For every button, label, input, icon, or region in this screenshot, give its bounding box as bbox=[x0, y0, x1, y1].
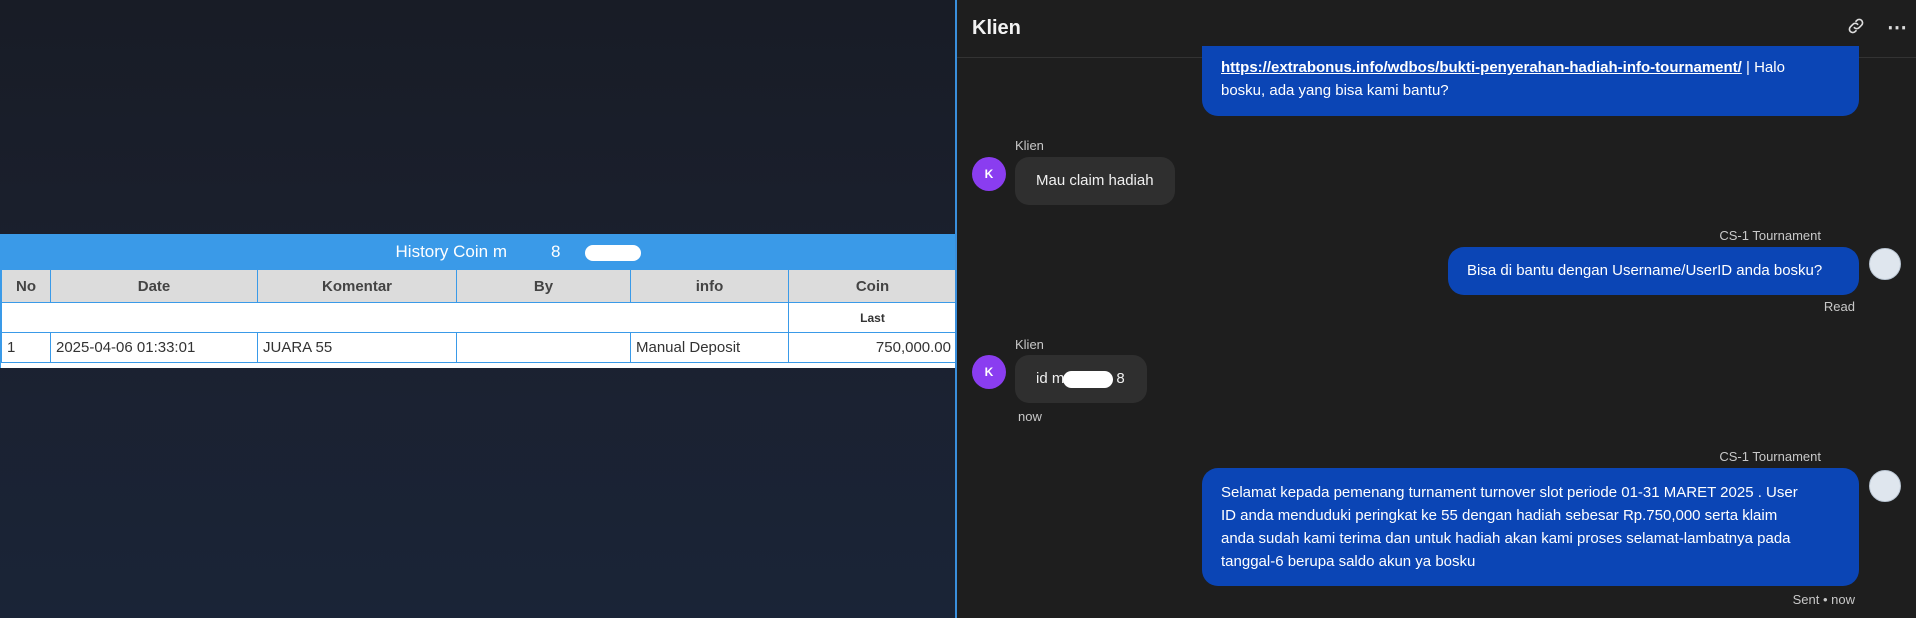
cell-date: 2025-04-06 01:33:01 bbox=[50, 332, 258, 363]
sender-name: Klien bbox=[1015, 337, 1044, 352]
agent-avatar bbox=[1869, 470, 1901, 502]
cell-komentar: JUARA 55 bbox=[257, 332, 457, 363]
history-title: History Coin m 8 bbox=[1, 234, 955, 269]
col-header-date[interactable]: Date bbox=[50, 269, 258, 303]
message-bubble-outgoing: https://extrabonus.info/wdbos/bukti-peny… bbox=[1202, 46, 1859, 116]
message-text: | Halo bbox=[1741, 59, 1785, 76]
col-header-by[interactable]: By bbox=[456, 269, 631, 303]
last-label: Last bbox=[788, 302, 957, 333]
last-row-spacer bbox=[1, 302, 789, 333]
more-icon[interactable]: ⋯ bbox=[1887, 17, 1907, 39]
message-text-line2: bosku, ada yang bisa kami bantu? bbox=[1221, 82, 1449, 99]
last-row: Last bbox=[1, 302, 957, 333]
message-bubble-outgoing: Selamat kepada pemenang turnament turnov… bbox=[1202, 468, 1859, 586]
sender-name: CS-1 Tournament bbox=[1719, 449, 1821, 464]
cell-by bbox=[456, 332, 631, 363]
message-link[interactable]: https://extrabonus.info/wdbos/bukti-peny… bbox=[1221, 59, 1742, 76]
link-icon[interactable] bbox=[1844, 16, 1868, 40]
col-header-komentar[interactable]: Komentar bbox=[257, 269, 457, 303]
panel-divider bbox=[955, 0, 957, 618]
chat-title: Klien bbox=[972, 17, 1021, 39]
cell-no: 1 bbox=[1, 332, 51, 363]
message-bubble-outgoing: Bisa di bantu dengan Username/UserID and… bbox=[1448, 247, 1859, 295]
message-status: Read bbox=[1823, 299, 1855, 314]
message-time: now bbox=[1018, 409, 1042, 424]
history-title-suffix: 8 bbox=[551, 242, 561, 261]
col-header-no[interactable]: No bbox=[1, 269, 51, 303]
message-bubble-incoming: id m 8 bbox=[1015, 355, 1147, 403]
sender-name: CS-1 Tournament bbox=[1719, 228, 1821, 243]
message-bubble-incoming: Mau claim hadiah bbox=[1015, 157, 1175, 205]
col-header-info[interactable]: info bbox=[630, 269, 789, 303]
avatar: K bbox=[972, 157, 1006, 191]
history-coin-table: History Coin m 8 No Date Komentar By info… bbox=[0, 234, 957, 368]
redaction-mark bbox=[1063, 371, 1113, 388]
col-header-coin[interactable]: Coin bbox=[788, 269, 957, 303]
agent-avatar bbox=[1869, 248, 1901, 280]
table-header-row: No Date Komentar By info Coin bbox=[1, 269, 957, 303]
chat-panel: Klien ⋯ https://extrabonus.info/wdbos/bu… bbox=[957, 0, 1916, 618]
avatar: K bbox=[972, 355, 1006, 389]
table-row: 1 2025-04-06 01:33:01 JUARA 55 Manual De… bbox=[1, 332, 957, 363]
cell-info: Manual Deposit bbox=[630, 332, 789, 363]
message-line: tanggal-6 berupa saldo akun ya bosku bbox=[1221, 553, 1476, 570]
cell-coin: 750,000.00 bbox=[788, 332, 957, 363]
history-title-text: History Coin m bbox=[395, 242, 507, 261]
message-line: Selamat kepada pemenang turnament turnov… bbox=[1221, 484, 1798, 501]
message-text-prefix: id m bbox=[1036, 370, 1065, 387]
redaction-mark bbox=[585, 245, 641, 261]
history-table: No Date Komentar By info Coin Last 1 202… bbox=[1, 269, 957, 363]
message-line: ID anda menduduki peringkat ke 55 dengan… bbox=[1221, 507, 1778, 524]
message-text-suffix: 8 bbox=[1116, 370, 1125, 387]
sender-name: Klien bbox=[1015, 138, 1044, 153]
message-status: Sent • now bbox=[1792, 592, 1855, 607]
message-line: anda sudah kami terima dan untuk hadiah … bbox=[1221, 530, 1791, 547]
left-panel: History Coin m 8 No Date Komentar By info… bbox=[0, 0, 957, 618]
